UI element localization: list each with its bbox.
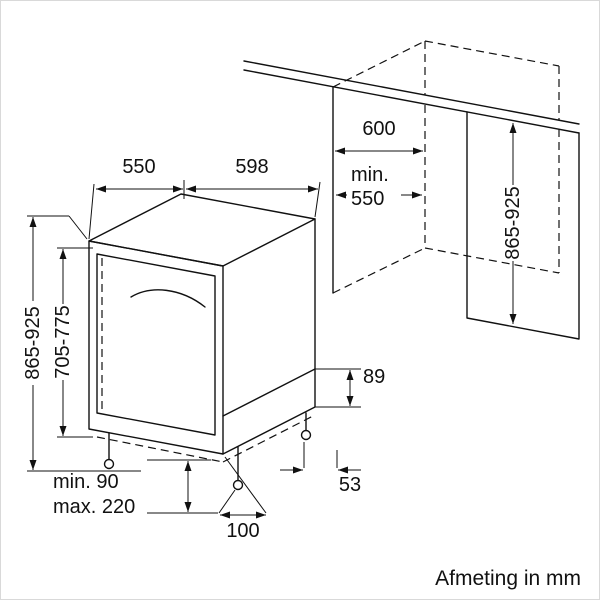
dim-appliance-depth-label: 550: [122, 156, 155, 178]
diagram-caption: Afmeting in mm: [435, 567, 581, 590]
extension-lines: [27, 180, 361, 514]
dimension-labels: 550 598 600 min. 550 865-925 705-775 865…: [22, 118, 524, 542]
dim-appliance-width-label: 598: [235, 156, 268, 178]
appliance-outline: [88, 193, 316, 455]
appliance-door: [96, 253, 316, 463]
dim-front-foot-inset-label: 100: [226, 520, 259, 542]
dim-plinth-max-label: max. 220: [53, 496, 135, 518]
appliance-feet: [103, 412, 312, 491]
door-handle-groove: [130, 289, 206, 308]
niche-cabinet: [332, 40, 580, 340]
dim-niche-width-label: 600: [362, 118, 395, 140]
dim-niche-depth-prefix-label: min.: [351, 164, 389, 186]
dimension-lines: [29, 123, 517, 519]
rear-right-foot: [300, 429, 312, 441]
dim-plinth-min-label: min. 90: [53, 471, 119, 493]
worktop: [243, 60, 580, 134]
cabinet-side-panel: [466, 111, 580, 340]
dim-base-height-label: 89: [363, 366, 385, 388]
dim-appliance-height-label: 865-925: [22, 306, 44, 379]
front-left-foot: [103, 458, 115, 470]
niche-hidden-edges: [332, 40, 560, 294]
front-right-foot: [232, 479, 244, 491]
plinth-dashed-lines: [96, 414, 316, 463]
dim-door-panel-height-label: 705-775: [52, 305, 74, 378]
dim-rear-foot-inset-label: 53: [339, 474, 361, 496]
dim-niche-depth-value-label: 550: [351, 188, 384, 210]
dim-niche-height-label: 865-925: [502, 186, 524, 259]
